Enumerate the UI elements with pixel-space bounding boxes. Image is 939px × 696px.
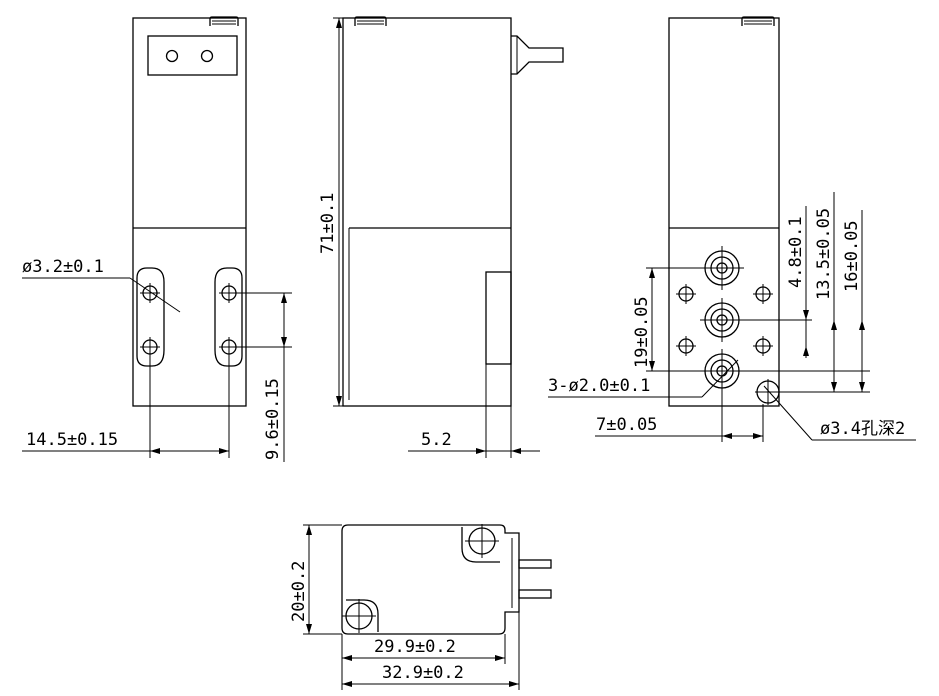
front-right-slot [214, 267, 243, 367]
front-top-clip [209, 16, 239, 26]
bottom-corner-left [346, 599, 379, 632]
bottom-corner-right [461, 527, 500, 563]
side-body [342, 17, 512, 407]
bottom-pin-upper [518, 559, 552, 569]
port-bottom [700, 349, 744, 393]
port-top [700, 246, 744, 290]
small-holes-label: 3-ø2.0±0.1 [548, 376, 650, 396]
front-view: ø3.2±0.1 14.5±0.15 9.6±0.15 [22, 16, 292, 462]
bottom-pin-lower [518, 589, 552, 599]
dim-c-label: 16±0.05 [842, 220, 862, 292]
inner-width-label: 29.9±0.2 [374, 637, 456, 657]
side-connector-pin [511, 35, 564, 75]
front-connector-window [147, 35, 238, 76]
outer-width-label: 32.9±0.2 [382, 663, 464, 683]
side-top-clip [354, 16, 387, 26]
bottom-view: 20±0.2 29.9±0.2 32.9±0.2 [289, 524, 552, 690]
port-face-top-clip [741, 16, 775, 26]
height-label: 71±0.1 [318, 193, 338, 254]
hole-dia-label: ø3.2±0.1 [22, 257, 104, 277]
small-hole-ll [676, 336, 696, 356]
port-face-view: 19±0.05 4.8±0.1 13.5±0.05 16±0.05 3-ø2.0… [548, 16, 916, 442]
mount-hole-label: ø3.4孔深2 [820, 419, 905, 439]
connector-pin-right [200, 49, 214, 63]
vertical-spacing-label: 9.6±0.15 [263, 378, 283, 460]
port-spacing-label: 19±0.05 [632, 296, 652, 368]
small-hole-ul [676, 284, 696, 304]
small-hole-ur [753, 284, 773, 304]
small-hole-lr [753, 336, 773, 356]
port-face-body [668, 17, 780, 407]
hole-offset-label: 7±0.05 [596, 415, 657, 435]
front-left-slot [136, 267, 165, 367]
side-recess [485, 271, 512, 365]
mount-hole-leader [763, 385, 813, 441]
side-view: 71±0.1 5.2 [318, 16, 564, 458]
port-middle [700, 298, 744, 342]
dim-a-label: 4.8±0.1 [786, 216, 806, 288]
horizontal-spacing-label: 14.5±0.15 [26, 430, 118, 450]
offset-label: 5.2 [421, 430, 452, 450]
bottom-height-label: 20±0.2 [289, 561, 309, 622]
connector-pin-left [165, 49, 179, 63]
front-body [132, 17, 247, 407]
bottom-body [341, 524, 520, 635]
dim-b-label: 13.5±0.05 [814, 208, 834, 300]
